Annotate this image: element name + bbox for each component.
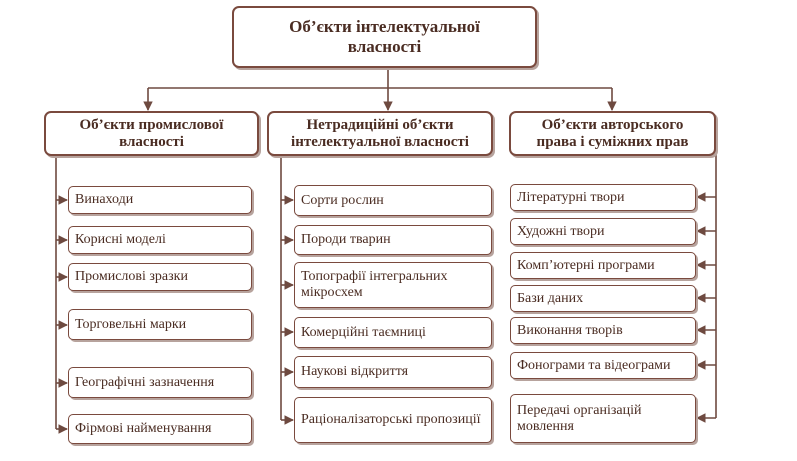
item-animal-breeds: Породи тварин bbox=[294, 225, 492, 255]
category-title-line2: власності bbox=[119, 133, 184, 150]
item-artistic-works: Художні твори bbox=[510, 218, 696, 245]
item-literary-works: Літературні твори bbox=[510, 184, 696, 211]
item-performances: Виконання творів bbox=[510, 317, 696, 344]
item-trade-names: Фірмові найменування bbox=[68, 414, 252, 444]
item-databases: Бази даних bbox=[510, 285, 696, 312]
item-utility-models: Корисні моделі bbox=[68, 226, 252, 254]
item-ic-topographies: Топографії інтегральних мікросхем bbox=[294, 262, 492, 308]
category-title-line1: Нетрадиційні об’єкти bbox=[306, 116, 454, 133]
category-nontraditional-objects: Нетрадиційні об’єкти інтелектуальної вла… bbox=[267, 111, 493, 156]
root-node: Об’єкти інтелектуальної власності bbox=[232, 6, 537, 68]
item-plant-varieties: Сорти рослин bbox=[294, 185, 492, 216]
root-title-line1: Об’єкти інтелектуальної bbox=[289, 17, 480, 36]
category-title-line2: інтелектуальної власності bbox=[291, 133, 469, 150]
item-computer-programs: Комп’ютерні програми bbox=[510, 252, 696, 279]
item-phonograms-videograms: Фонограми та відеограми bbox=[510, 352, 696, 379]
category-title-line1: Об’єкти промислової bbox=[79, 116, 224, 133]
item-trade-secrets: Комерційні таємниці bbox=[294, 317, 492, 348]
root-title-line2: власності bbox=[347, 37, 422, 56]
category-title-line1: Об’єкти авторського bbox=[541, 116, 684, 133]
item-broadcasts: Передачі організацій мовлення bbox=[510, 394, 696, 443]
item-industrial-designs: Промислові зразки bbox=[68, 263, 252, 291]
item-trademarks: Торговельні марки bbox=[68, 309, 252, 340]
category-copyright-objects: Об’єкти авторського права і суміжних пра… bbox=[509, 111, 716, 156]
category-industrial-property: Об’єкти промислової власності bbox=[44, 111, 259, 156]
item-rationalization-proposals: Раціоналізаторські пропозиції bbox=[294, 397, 492, 443]
item-inventions: Винаходи bbox=[68, 186, 252, 214]
item-geographical-indications: Географічні зазначення bbox=[68, 367, 252, 398]
item-scientific-discoveries: Наукові відкриття bbox=[294, 356, 492, 388]
category-title-line2: права і суміжних прав bbox=[536, 133, 689, 150]
